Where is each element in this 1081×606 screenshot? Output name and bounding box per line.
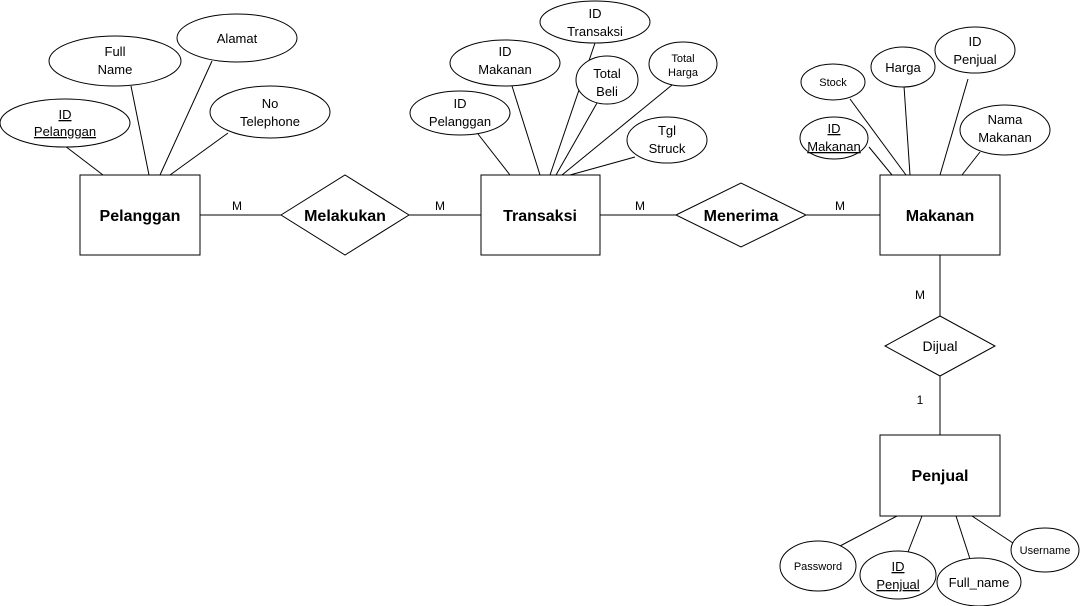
svg-text:Penjual: Penjual <box>953 52 996 67</box>
svg-text:Nama: Nama <box>988 112 1023 127</box>
svg-text:Penjual: Penjual <box>876 577 919 592</box>
cardinality-transaksi-menerima: M <box>635 199 645 213</box>
svg-text:Makanan: Makanan <box>807 139 860 154</box>
cardinality-dijual-penjual: 1 <box>917 393 924 407</box>
entity-transaksi-label: Transaksi <box>503 208 577 225</box>
svg-text:ID: ID <box>892 559 905 574</box>
attribute-penjual-username: Username <box>1010 527 1080 573</box>
cardinality-makanan-dijual: M <box>915 288 925 302</box>
cardinality-menerima-makanan: M <box>835 199 845 213</box>
entity-penjual: Penjual <box>879 434 1001 517</box>
relationship-melakukan: Melakukan <box>280 174 410 256</box>
svg-text:ID: ID <box>589 6 602 21</box>
attribute-pelanggan-alamat: Alamat <box>176 13 298 63</box>
relationship-menerima: Menerima <box>674 182 808 248</box>
svg-text:ID: ID <box>454 96 467 111</box>
attribute-pelanggan-full-name: Full Name <box>48 35 182 87</box>
attribute-pelanggan-id-pelanggan: ID Pelanggan <box>0 98 131 148</box>
cardinality-pelanggan-melakukan: M <box>232 199 242 213</box>
attribute-transaksi-id-transaksi: ID Transaksi <box>539 0 651 44</box>
svg-text:Harga: Harga <box>885 60 921 75</box>
svg-text:ID: ID <box>969 34 982 49</box>
attribute-transaksi-id-makanan: ID Makanan <box>449 39 561 87</box>
entity-transaksi: Transaksi <box>480 174 601 256</box>
svg-text:Alamat: Alamat <box>217 31 258 46</box>
relationship-dijual: Dijual <box>883 315 997 377</box>
relationship-dijual-label: Dijual <box>922 338 957 354</box>
svg-text:Beli: Beli <box>596 84 618 99</box>
svg-text:Stock: Stock <box>819 77 847 89</box>
svg-text:No: No <box>262 96 279 111</box>
cardinality-melakukan-transaksi: M <box>435 199 445 213</box>
relationship-menerima-label: Menerima <box>704 208 779 225</box>
attribute-transaksi-total-harga: Total Harga <box>648 41 718 87</box>
svg-text:Total: Total <box>593 66 621 81</box>
svg-text:ID: ID <box>59 107 72 122</box>
entity-makanan-label: Makanan <box>906 208 974 225</box>
svg-text:Total: Total <box>671 53 694 65</box>
svg-text:Username: Username <box>1020 545 1071 557</box>
svg-text:ID: ID <box>828 121 841 136</box>
attribute-penjual-id-penjual: ID Penjual <box>859 550 937 600</box>
entity-pelanggan: Pelanggan <box>79 174 201 256</box>
svg-text:Tgl: Tgl <box>658 123 676 138</box>
svg-text:Full: Full <box>105 44 126 59</box>
attribute-transaksi-total-beli: Total Beli <box>575 55 639 105</box>
relationship-melakukan-label: Melakukan <box>304 208 386 225</box>
svg-text:Makanan: Makanan <box>978 130 1031 145</box>
svg-text:Name: Name <box>98 62 133 77</box>
attribute-makanan-id-penjual: ID Penjual <box>934 26 1016 74</box>
attribute-makanan-id-makanan: ID Makanan <box>799 116 869 160</box>
entity-pelanggan-label: Pelanggan <box>100 208 181 225</box>
svg-text:Full_name: Full_name <box>949 575 1010 590</box>
attribute-makanan-harga: Harga <box>870 46 936 88</box>
attribute-transaksi-id-pelanggan: ID Pelanggan <box>409 90 511 136</box>
attribute-pelanggan-no-telephone: No Telephone <box>209 85 331 139</box>
attribute-penjual-password: Password <box>779 540 857 592</box>
svg-text:Transaksi: Transaksi <box>567 24 623 39</box>
attribute-makanan-stock: Stock <box>800 63 866 101</box>
svg-text:Telephone: Telephone <box>240 114 300 129</box>
connector-lines <box>64 42 1023 563</box>
svg-text:Harga: Harga <box>668 67 699 79</box>
entity-penjual-label: Penjual <box>912 468 969 485</box>
svg-text:Makanan: Makanan <box>478 62 531 77</box>
svg-text:Struck: Struck <box>649 141 686 156</box>
attribute-penjual-full-name: Full_name <box>936 557 1022 606</box>
svg-text:Pelanggan: Pelanggan <box>429 114 491 129</box>
attribute-transaksi-tgl-struck: Tgl Struck <box>626 116 708 164</box>
svg-text:Password: Password <box>794 561 842 573</box>
attribute-makanan-nama-makanan: Nama Makanan <box>959 104 1051 156</box>
entity-makanan: Makanan <box>879 174 1001 256</box>
svg-text:Pelanggan: Pelanggan <box>34 124 96 139</box>
svg-text:ID: ID <box>499 44 512 59</box>
